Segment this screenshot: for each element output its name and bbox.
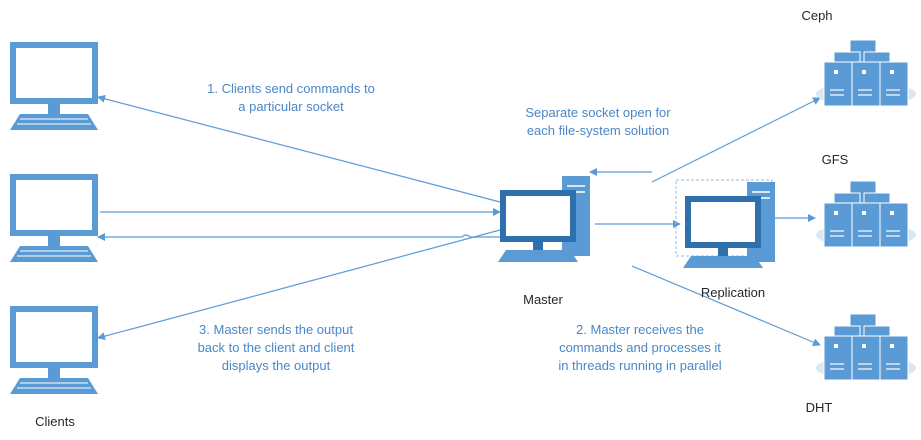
label-dht: DHT bbox=[805, 400, 833, 415]
label-clients-send: 1. Clients send commands to a particular… bbox=[207, 81, 375, 114]
desktop-computer-icon bbox=[682, 181, 776, 269]
label-separate-socket: Separate socket open for each file-syste… bbox=[525, 105, 671, 138]
laptop-icon bbox=[9, 305, 99, 395]
arrow-to-ceph bbox=[651, 97, 821, 183]
label-master: Master bbox=[523, 292, 563, 307]
server-cluster-icon bbox=[816, 39, 916, 107]
laptop-icon bbox=[9, 41, 99, 131]
label-replication: Replication bbox=[700, 285, 766, 300]
label-clients: Clients bbox=[35, 414, 75, 429]
label-master-receives: 2. Master receives the commands and proc… bbox=[558, 322, 722, 373]
desktop-computer-icon bbox=[497, 175, 591, 263]
laptop-icon bbox=[9, 173, 99, 263]
replication-node bbox=[675, 179, 776, 269]
arrow-master-to-client-2 bbox=[97, 233, 500, 241]
server-cluster-icon bbox=[816, 313, 916, 381]
server-cluster-icon bbox=[816, 180, 916, 248]
label-ceph: Ceph bbox=[801, 8, 833, 23]
arrow-master-to-client-1 bbox=[97, 94, 501, 203]
label-master-sends: 3. Master sends the output back to the c… bbox=[197, 322, 355, 373]
connectors bbox=[97, 94, 821, 346]
arrow-to-dht bbox=[631, 265, 821, 346]
label-gfs: GFS bbox=[821, 152, 849, 167]
arrow-master-to-client-3 bbox=[97, 229, 501, 341]
